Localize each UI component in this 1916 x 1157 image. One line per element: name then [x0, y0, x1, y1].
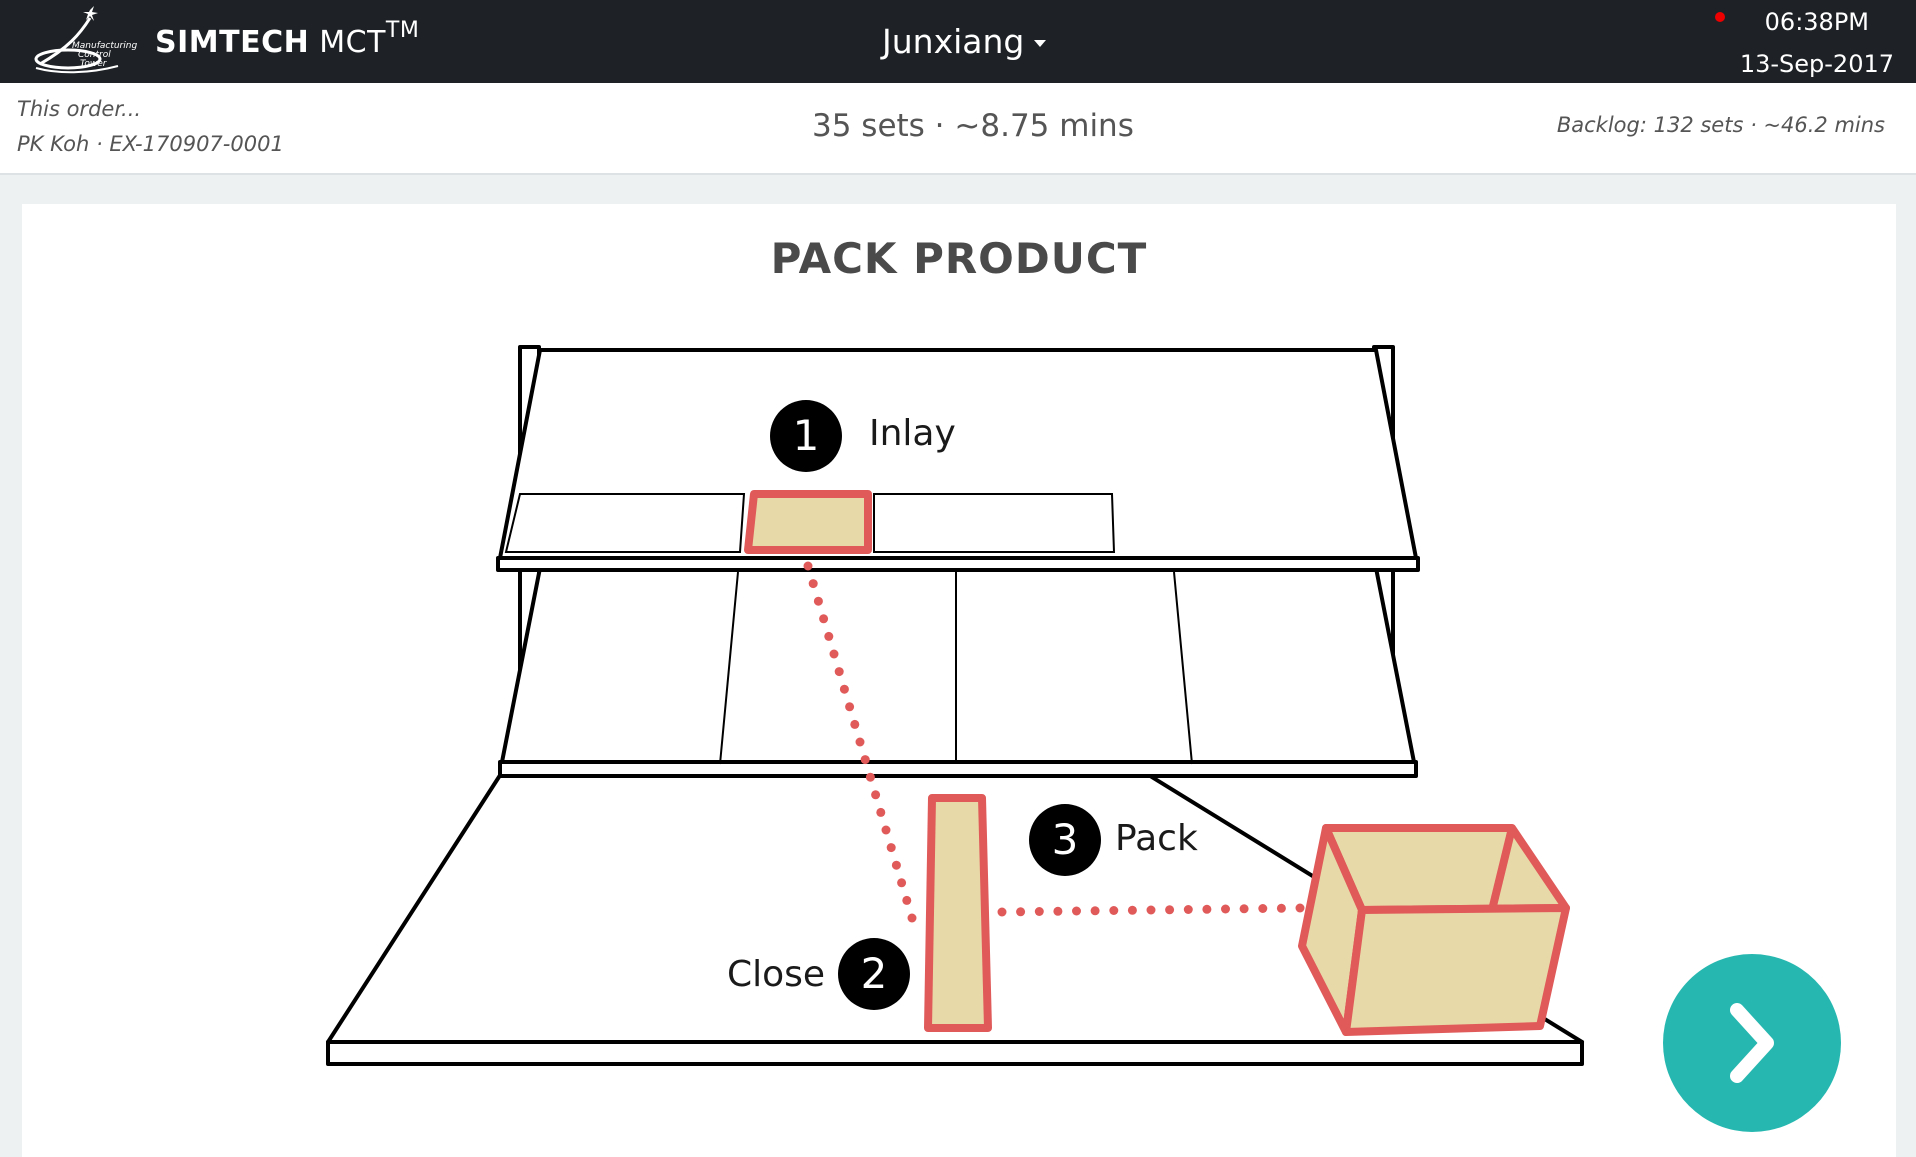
- flow-dot: [808, 579, 818, 589]
- flow-dot: [824, 631, 834, 641]
- status-dot-icon: [1715, 12, 1725, 22]
- brand-bold: SIMTECH: [155, 25, 310, 60]
- flow-dot: [1258, 904, 1268, 913]
- flow-dot: [839, 684, 849, 694]
- flow-dot: [886, 843, 896, 853]
- top-bar: Manufacturing Control Tower SIMTECH MCTT…: [0, 0, 1916, 83]
- flow-dot: [1276, 903, 1286, 913]
- upper-shelf-edge: [496, 556, 1420, 572]
- step-2-label: Close: [727, 954, 826, 995]
- flow-dot: [881, 825, 891, 835]
- flow-dot: [1295, 903, 1305, 913]
- flow-dot: [803, 561, 813, 571]
- user-name: Junxiang: [882, 22, 1025, 61]
- lower-shelf: [500, 566, 1416, 764]
- flow-dot: [1165, 905, 1175, 915]
- caret-down-icon: [1034, 40, 1047, 47]
- page-title: PACK PRODUCT: [770, 234, 1148, 283]
- flow-dot: [1146, 905, 1156, 915]
- step-2-badge: 2: [838, 938, 910, 1010]
- flow-dot: [813, 596, 823, 606]
- flow-dot: [1183, 905, 1193, 914]
- brand-light: MCT: [319, 25, 386, 60]
- flow-dot: [865, 772, 875, 782]
- svg-text:Control: Control: [78, 50, 111, 60]
- flow-dot: [829, 649, 839, 659]
- clock-time: 06:38PM: [1764, 8, 1869, 36]
- flow-dot: [819, 614, 829, 624]
- backlog-summary: Backlog: 132 sets · ~46.2 mins: [1556, 113, 1885, 137]
- chevron-right-icon: [1730, 1003, 1774, 1083]
- flow-dot: [902, 895, 912, 905]
- flow-dot: [1016, 907, 1026, 917]
- flow-dot: [855, 737, 865, 747]
- brand-name: SIMTECH MCTTM: [155, 18, 419, 60]
- bench-front-edge: [326, 1040, 1584, 1066]
- user-dropdown[interactable]: Junxiang: [882, 22, 1047, 61]
- flow-dot: [860, 755, 870, 765]
- flow-dot: [907, 913, 917, 923]
- inlay-tray-highlight: [744, 490, 872, 554]
- flow-dot: [891, 860, 901, 870]
- next-button[interactable]: [1663, 954, 1841, 1132]
- svg-text:Tower: Tower: [80, 59, 108, 69]
- flow-dot: [1221, 904, 1230, 914]
- instruction-card: PACK PRODUCT: [22, 204, 1896, 1157]
- flow-dot: [1202, 904, 1212, 914]
- flow-dot: [845, 702, 855, 712]
- brand-trademark: TM: [385, 18, 420, 43]
- flow-dot: [897, 878, 907, 888]
- step-1-badge: 1: [770, 400, 842, 472]
- flow-dot: [850, 719, 860, 729]
- step-3-badge: 3: [1029, 804, 1101, 876]
- flow-dot: [876, 807, 886, 817]
- simtech-logo-icon: Manufacturing Control Tower: [34, 6, 137, 74]
- flow-dot: [997, 907, 1007, 917]
- flow-dot: [1034, 907, 1044, 916]
- tray-right: [873, 493, 1116, 553]
- svg-text:Manufacturing: Manufacturing: [72, 41, 137, 51]
- flow-dot: [1053, 906, 1063, 916]
- flow-dot: [1127, 905, 1137, 915]
- order-id: PK Koh · EX-170907-0001: [17, 132, 284, 156]
- divider: [1173, 571, 1193, 765]
- flow-path-close-pack: [997, 903, 1305, 917]
- clock-date: 13-Sep-2017: [1739, 50, 1894, 78]
- divider: [719, 571, 739, 765]
- flow-dot: [834, 667, 844, 677]
- lower-shelf-edge: [498, 760, 1418, 778]
- step-1-label: Inlay: [869, 413, 956, 454]
- shipping-carton-icon: [1298, 824, 1570, 1036]
- flow-dot: [1072, 906, 1081, 916]
- flow-dot: [1239, 904, 1249, 914]
- order-summary: 35 sets · ~8.75 mins: [812, 108, 1134, 144]
- order-info-bar: This order... PK Koh · EX-170907-0001 35…: [0, 83, 1916, 175]
- packing-station-diagram: [326, 345, 1584, 1066]
- tray-left: [504, 493, 746, 553]
- flow-dot: [1109, 906, 1119, 915]
- order-label: This order...: [17, 97, 142, 121]
- flow-dot: [1090, 906, 1100, 916]
- flow-path-inlay-close: [803, 561, 917, 923]
- step-3-label: Pack: [1115, 818, 1198, 859]
- closed-box-highlight: [924, 794, 992, 1032]
- flow-dot: [871, 790, 881, 800]
